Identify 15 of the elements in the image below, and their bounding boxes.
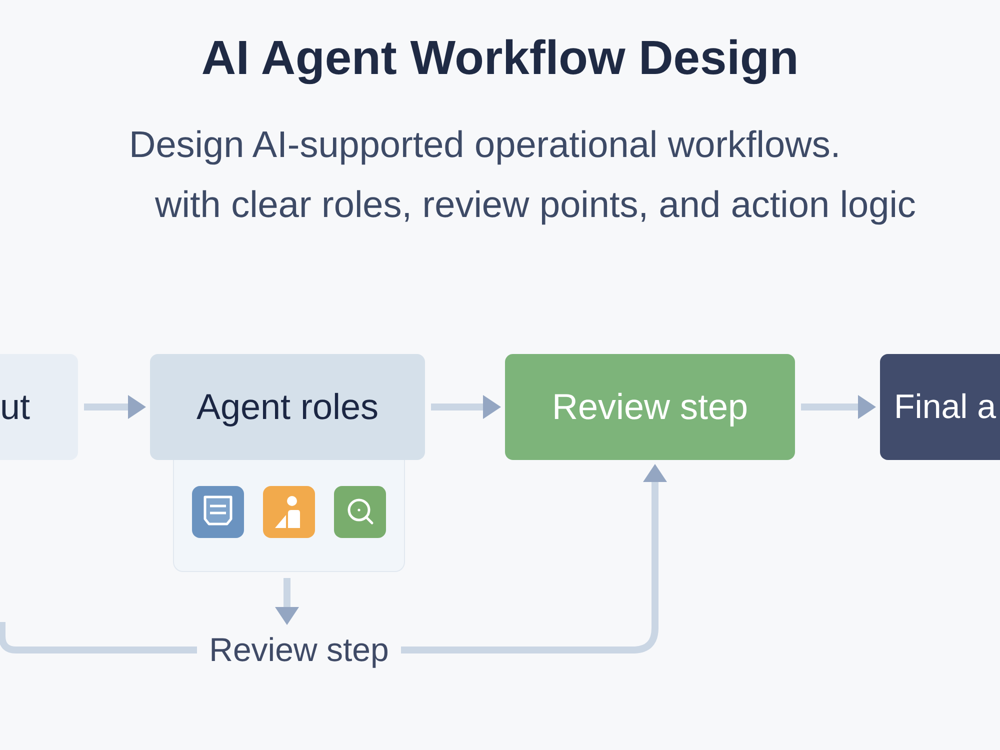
arrow [84, 395, 146, 419]
title: AI Agent Workflow Design [201, 31, 799, 87]
arrow [275, 578, 299, 625]
process-box: Final a [880, 354, 1000, 460]
process-box: Agent roles [150, 354, 425, 460]
subtitle-text: with clear roles, review points, and action logic [155, 183, 916, 227]
arrow [431, 395, 501, 419]
subtitle-text: Design AI-supported operational workflows. [129, 123, 841, 167]
step-label: Review step [203, 629, 395, 671]
arrow [801, 395, 876, 419]
process-box: Review step [505, 354, 795, 460]
connector-line [0, 622, 197, 654]
icon-panel [173, 460, 405, 572]
process-box: ut [0, 354, 78, 460]
arrow [401, 464, 667, 654]
